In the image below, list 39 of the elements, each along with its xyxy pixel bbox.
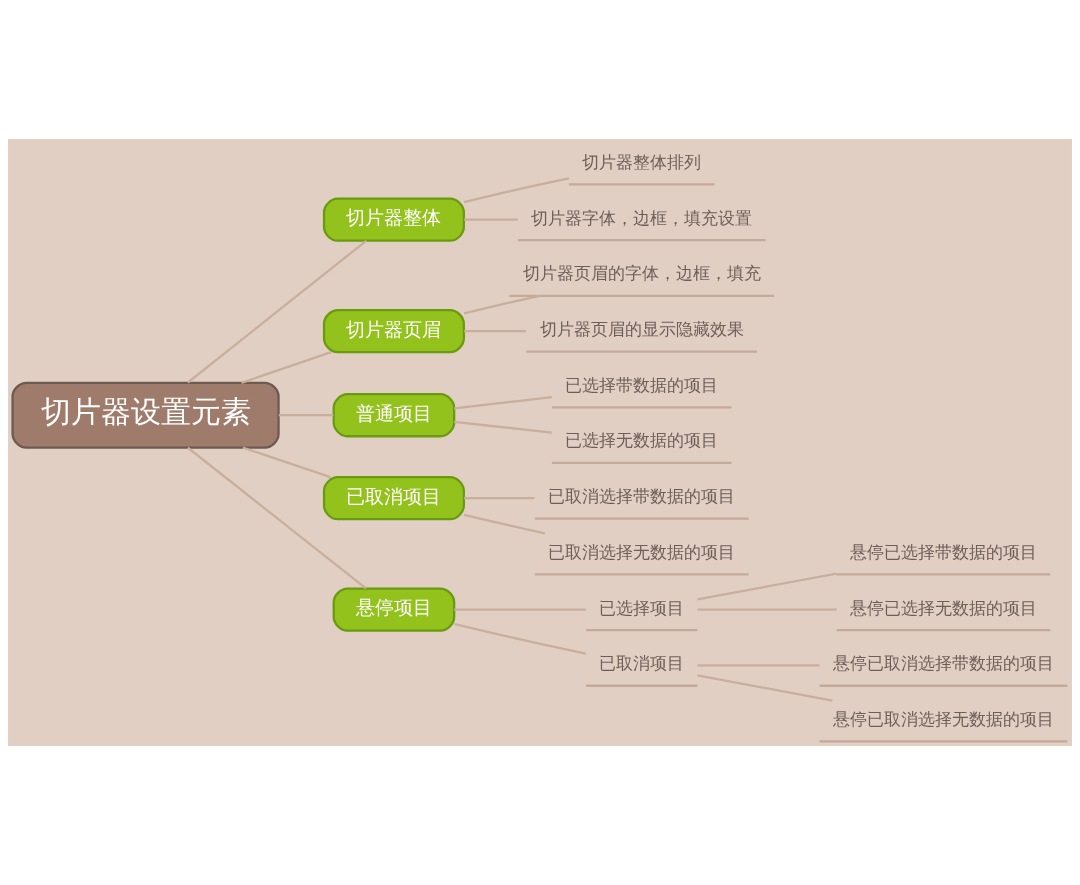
node-text: 切片器字体，边框，填充设置 [531,207,753,228]
node-text: 已取消项目 [599,653,685,674]
connector [454,395,552,410]
connector [463,294,541,315]
node-text: 悬停已选择带数据的项目 [850,541,1038,562]
connector [241,351,332,384]
node-box: 切片器整体 [322,197,465,242]
connector [242,446,331,479]
connector [278,414,334,417]
connector [464,329,527,333]
connector [697,608,837,611]
connector [697,572,837,601]
node-text: 已选择带数据的项目 [565,374,719,395]
connector [454,622,587,655]
node-box: 悬停项目 [332,587,456,632]
connector [463,177,570,204]
connector [464,497,535,500]
connector [454,420,552,434]
connector [187,239,367,384]
node-text: 已选择无数据的项目 [565,430,719,451]
node-text: 已选择项目 [599,597,685,618]
node-box: 普通项目 [332,393,456,438]
node-text: 切片器整体排列 [582,151,702,172]
node-box: 已取消项目 [322,476,465,521]
node-box: 切片器设置元素 [11,381,280,449]
node-text: 切片器页眉的显示隐藏效果 [539,319,744,340]
node-text: 悬停已选择无数据的项目 [850,597,1038,618]
connector [697,674,833,702]
node-text: 已取消选择无数据的项目 [548,541,736,562]
node-text: 已取消选择带数据的项目 [548,486,736,507]
connector [464,218,518,221]
connector [454,608,586,611]
connector [697,664,820,667]
node-box: 切片器页眉 [322,308,465,354]
connector [187,446,367,590]
connector [463,513,546,535]
node-text: 悬停已取消选择带数据的项目 [833,653,1055,674]
node-text: 切片器页眉的字体，边框，填充 [522,263,761,284]
node-text: 悬停已取消选择无数据的项目 [833,708,1055,729]
